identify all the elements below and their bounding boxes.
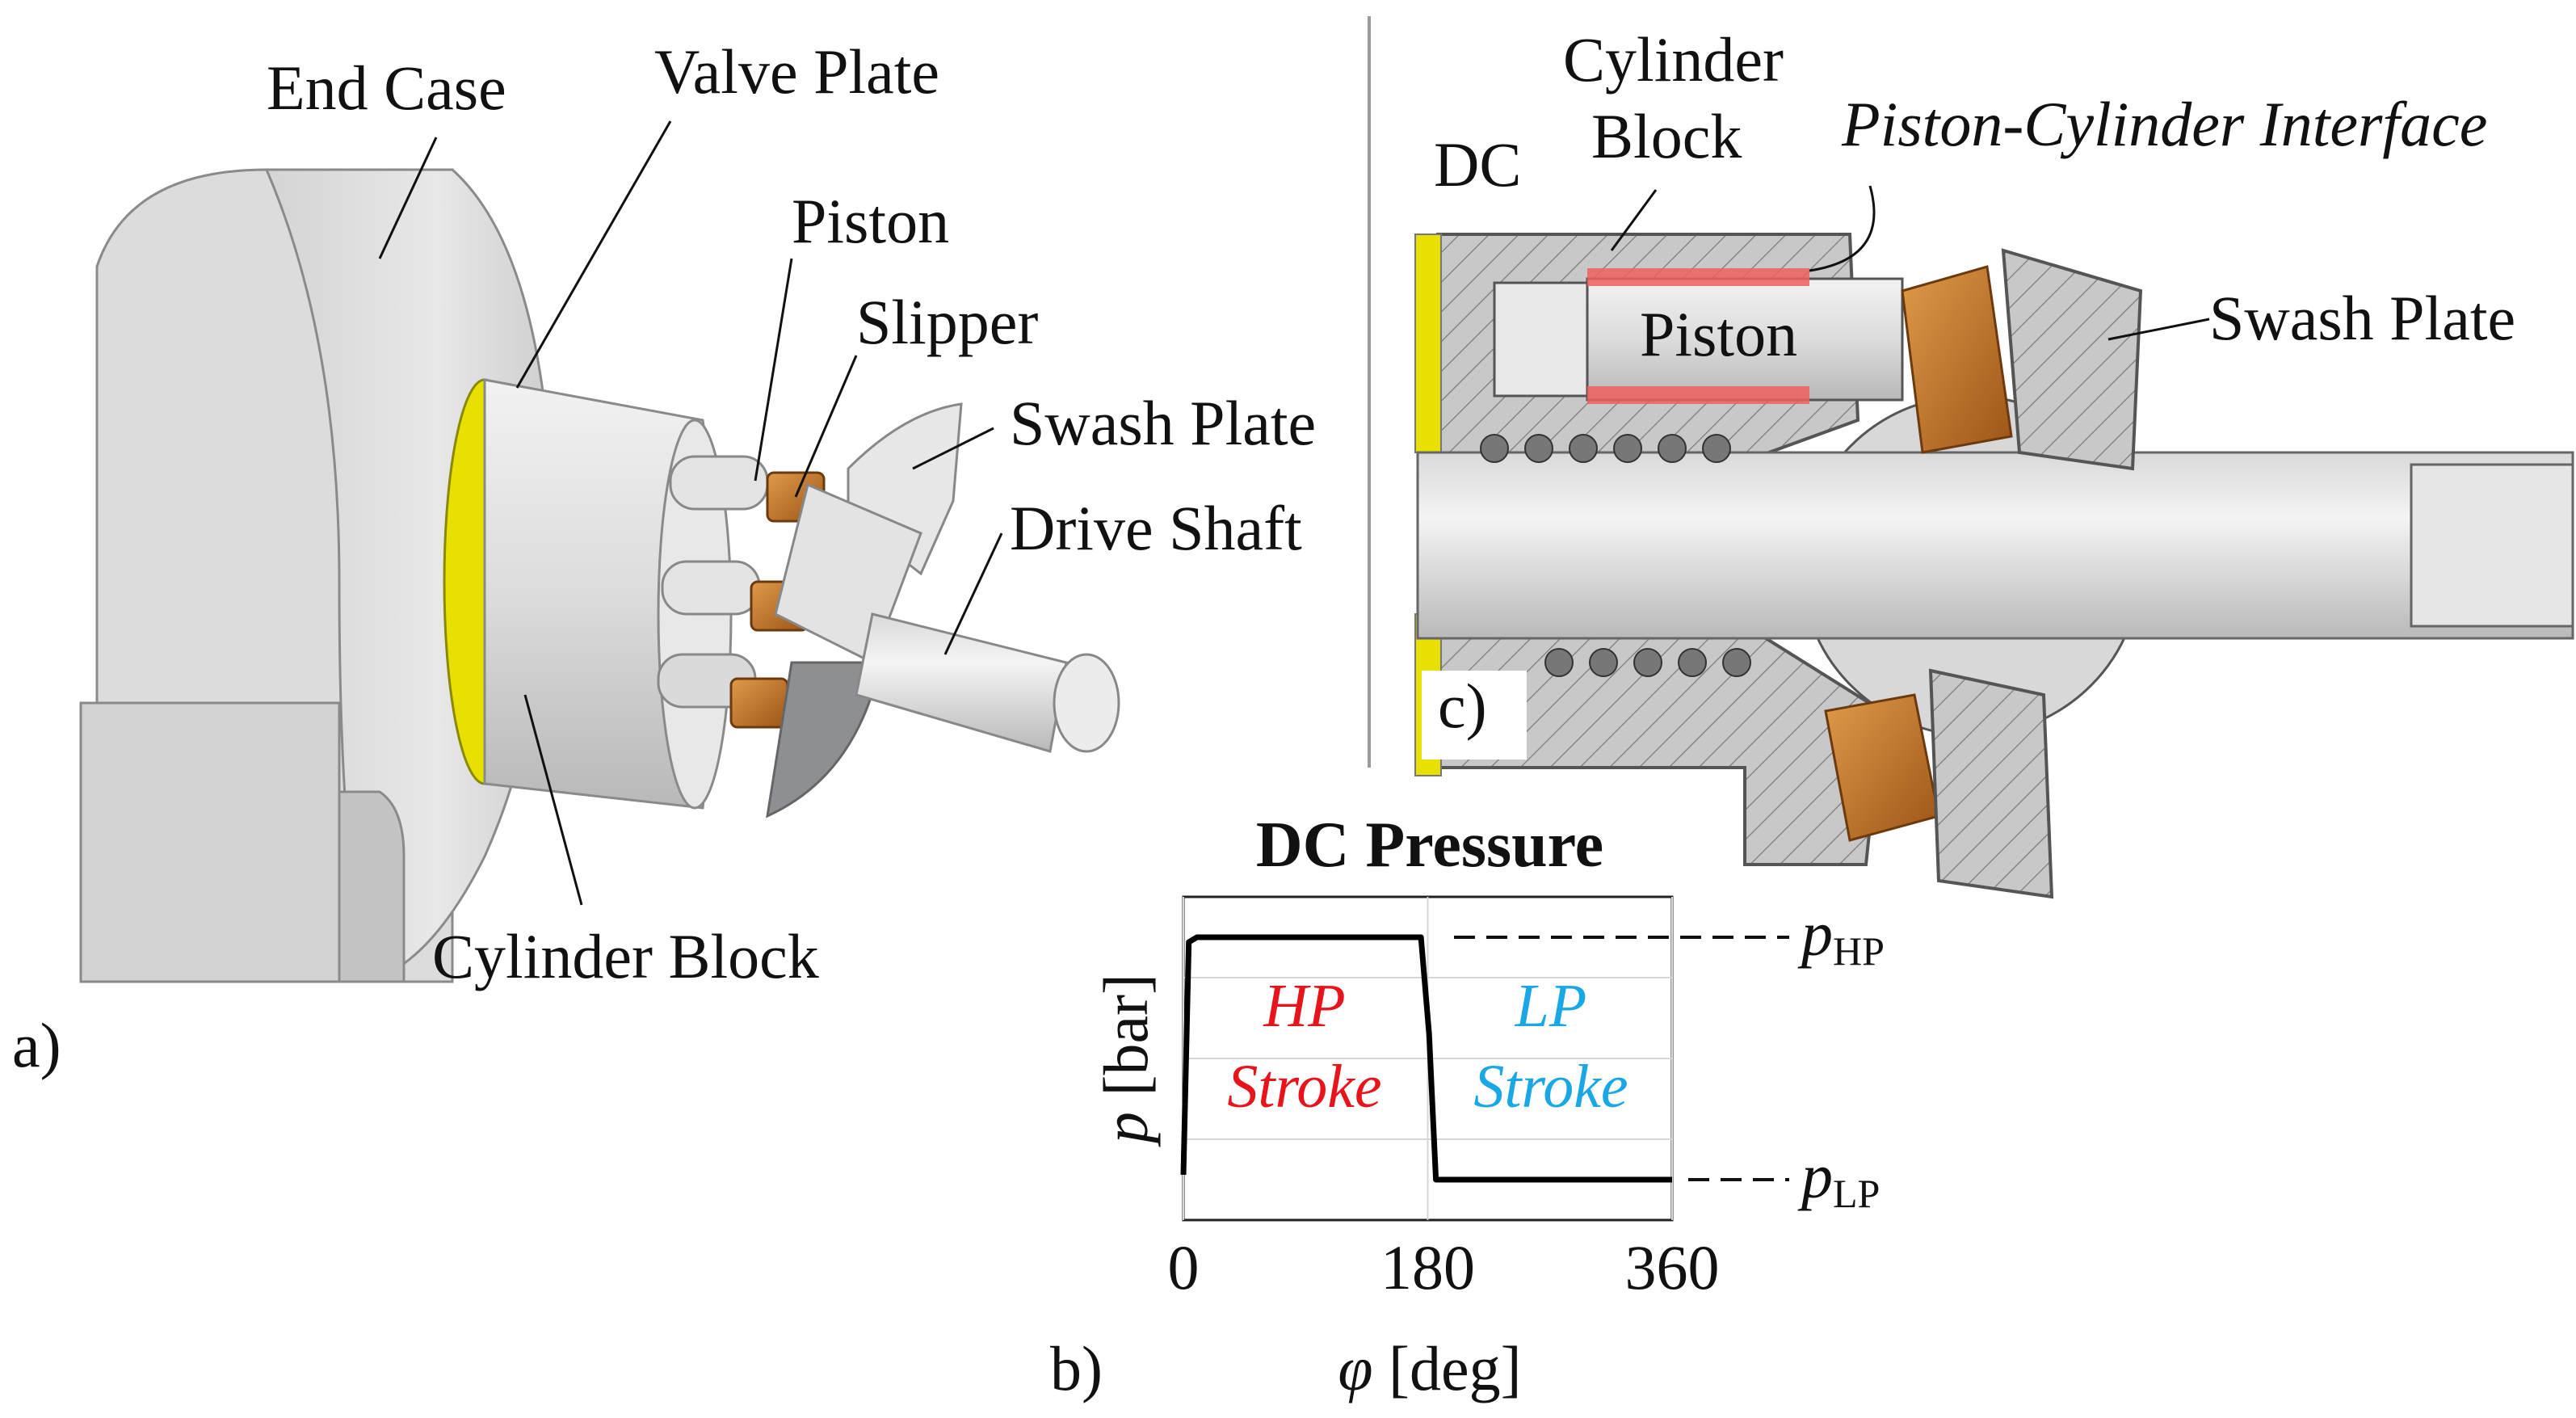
region-hp-line2: Stroke: [1227, 1053, 1381, 1121]
dc-pressure-chart: DC Pressure HP Stroke LP Stroke pHP pLP …: [1050, 810, 1885, 1403]
leader-valve-plate: [515, 120, 672, 389]
y-axis-unit: [bar]: [1090, 974, 1161, 1096]
drive-shaft-spline: [1053, 653, 1120, 753]
spring-coil: [1589, 648, 1618, 677]
leader-piston: [754, 258, 793, 482]
label-piston: Piston: [1640, 299, 1797, 369]
piston: [661, 560, 761, 616]
spring-coil: [1722, 648, 1751, 677]
end-case-notch: [338, 790, 406, 983]
interface-band-bottom: [1587, 386, 1809, 404]
interface-band-top: [1587, 268, 1809, 286]
label-cylinder-block: Cylinder Block: [432, 921, 819, 991]
panel-a-leaders: [378, 120, 1003, 906]
label-swash-plate: Swash Plate: [2209, 283, 2515, 353]
leader-interface: [1809, 185, 1876, 272]
region-hp-line1: HP: [1263, 972, 1345, 1040]
label-valve-plate: Valve Plate: [654, 36, 939, 107]
piston: [669, 455, 769, 511]
leader-cylinder-block: [523, 694, 583, 906]
lp-subscript: LP: [1833, 1171, 1880, 1216]
piston-group: [657, 455, 769, 709]
drive-shaft-section: [1416, 451, 2574, 640]
hp-symbol: p: [1797, 898, 1833, 969]
leader-swash-plate: [2107, 318, 2210, 341]
panel-label-b: b): [1050, 1333, 1103, 1403]
panel-c-leaders: [1610, 185, 2210, 341]
y-axis-label: p [bar]: [1090, 974, 1161, 1147]
spring-coil: [1613, 434, 1642, 463]
series-line-dc-pressure: [1180, 934, 1672, 1183]
label-drive-shaft: Drive Shaft: [1010, 493, 1302, 563]
label-cylinder-block-line1: Cylinder: [1563, 24, 1784, 95]
region-lp-line1: LP: [1515, 972, 1587, 1040]
spring-coil: [1524, 434, 1553, 463]
x-axis-label: φ [deg]: [1338, 1333, 1521, 1403]
swash-plate-section-lower: [1928, 668, 2054, 899]
x-tick-label: 0: [1168, 1232, 1200, 1302]
y-axis-symbol: p: [1090, 1112, 1161, 1147]
spring-coil: [1702, 434, 1731, 463]
label-end-case: End Case: [267, 53, 506, 123]
leader-end-case: [378, 137, 438, 259]
drive-shaft: [855, 612, 1068, 753]
region-lp-line2: Stroke: [1473, 1053, 1628, 1121]
swash-plate-section-upper: [2001, 248, 2143, 471]
leader-cylinder-block: [1610, 189, 1658, 251]
drive-shaft-spline: [2410, 463, 2574, 628]
region-hp: HP Stroke: [1227, 972, 1381, 1121]
panel-label-a: a): [12, 1010, 61, 1080]
x-tick-label: 180: [1380, 1232, 1475, 1302]
leader-drive-shaft: [943, 532, 1003, 655]
x-tick-labels: 0 180 360: [1168, 1232, 1720, 1302]
spring-coil: [1678, 648, 1707, 677]
label-interface: Piston-Cylinder Interface: [1841, 89, 2487, 159]
displacement-chamber: [1493, 281, 1593, 398]
label-swash-plate: Swash Plate: [1010, 388, 1316, 458]
valve-plate-section: [1414, 234, 1442, 453]
lp-symbol: p: [1797, 1141, 1833, 1211]
spring-coil: [1544, 648, 1574, 677]
region-lp: LP Stroke: [1473, 972, 1628, 1121]
label-slipper: Slipper: [856, 287, 1038, 357]
panel-label-c: c): [1438, 671, 1487, 741]
x-axis-unit: [deg]: [1389, 1333, 1522, 1403]
spring-coil: [1480, 434, 1509, 463]
spring-coils: [1480, 434, 1751, 677]
spring-coil: [1633, 648, 1662, 677]
spring-coil: [1658, 434, 1687, 463]
slipper: [729, 677, 789, 729]
x-axis-symbol: φ: [1338, 1333, 1372, 1403]
lp-level-label: pLP: [1797, 1141, 1880, 1216]
slipper-section-upper: [1901, 265, 2013, 454]
panel-c-label-box: [1422, 671, 1527, 759]
label-piston: Piston: [792, 186, 949, 256]
label-cylinder-block-line2: Block: [1591, 101, 1742, 171]
panel-a-illustration: [79, 168, 1120, 983]
hp-subscript: HP: [1833, 928, 1885, 974]
label-dc: DC: [1434, 129, 1521, 200]
panel-a-labels: End Case Valve Plate Piston Slipper Swas…: [12, 36, 1316, 1080]
x-tick-label: 360: [1625, 1232, 1720, 1302]
end-case-base: [79, 701, 341, 983]
chart-title: DC Pressure: [1256, 810, 1603, 881]
panel-c-illustration: [1414, 233, 2574, 899]
panel-c-labels: Cylinder Block DC Piston-Cylinder Interf…: [1434, 24, 2515, 741]
leader-slipper: [794, 355, 858, 498]
spring-coil: [1569, 434, 1598, 463]
hp-level-label: pHP: [1797, 898, 1885, 974]
leader-swash-plate: [912, 427, 994, 470]
